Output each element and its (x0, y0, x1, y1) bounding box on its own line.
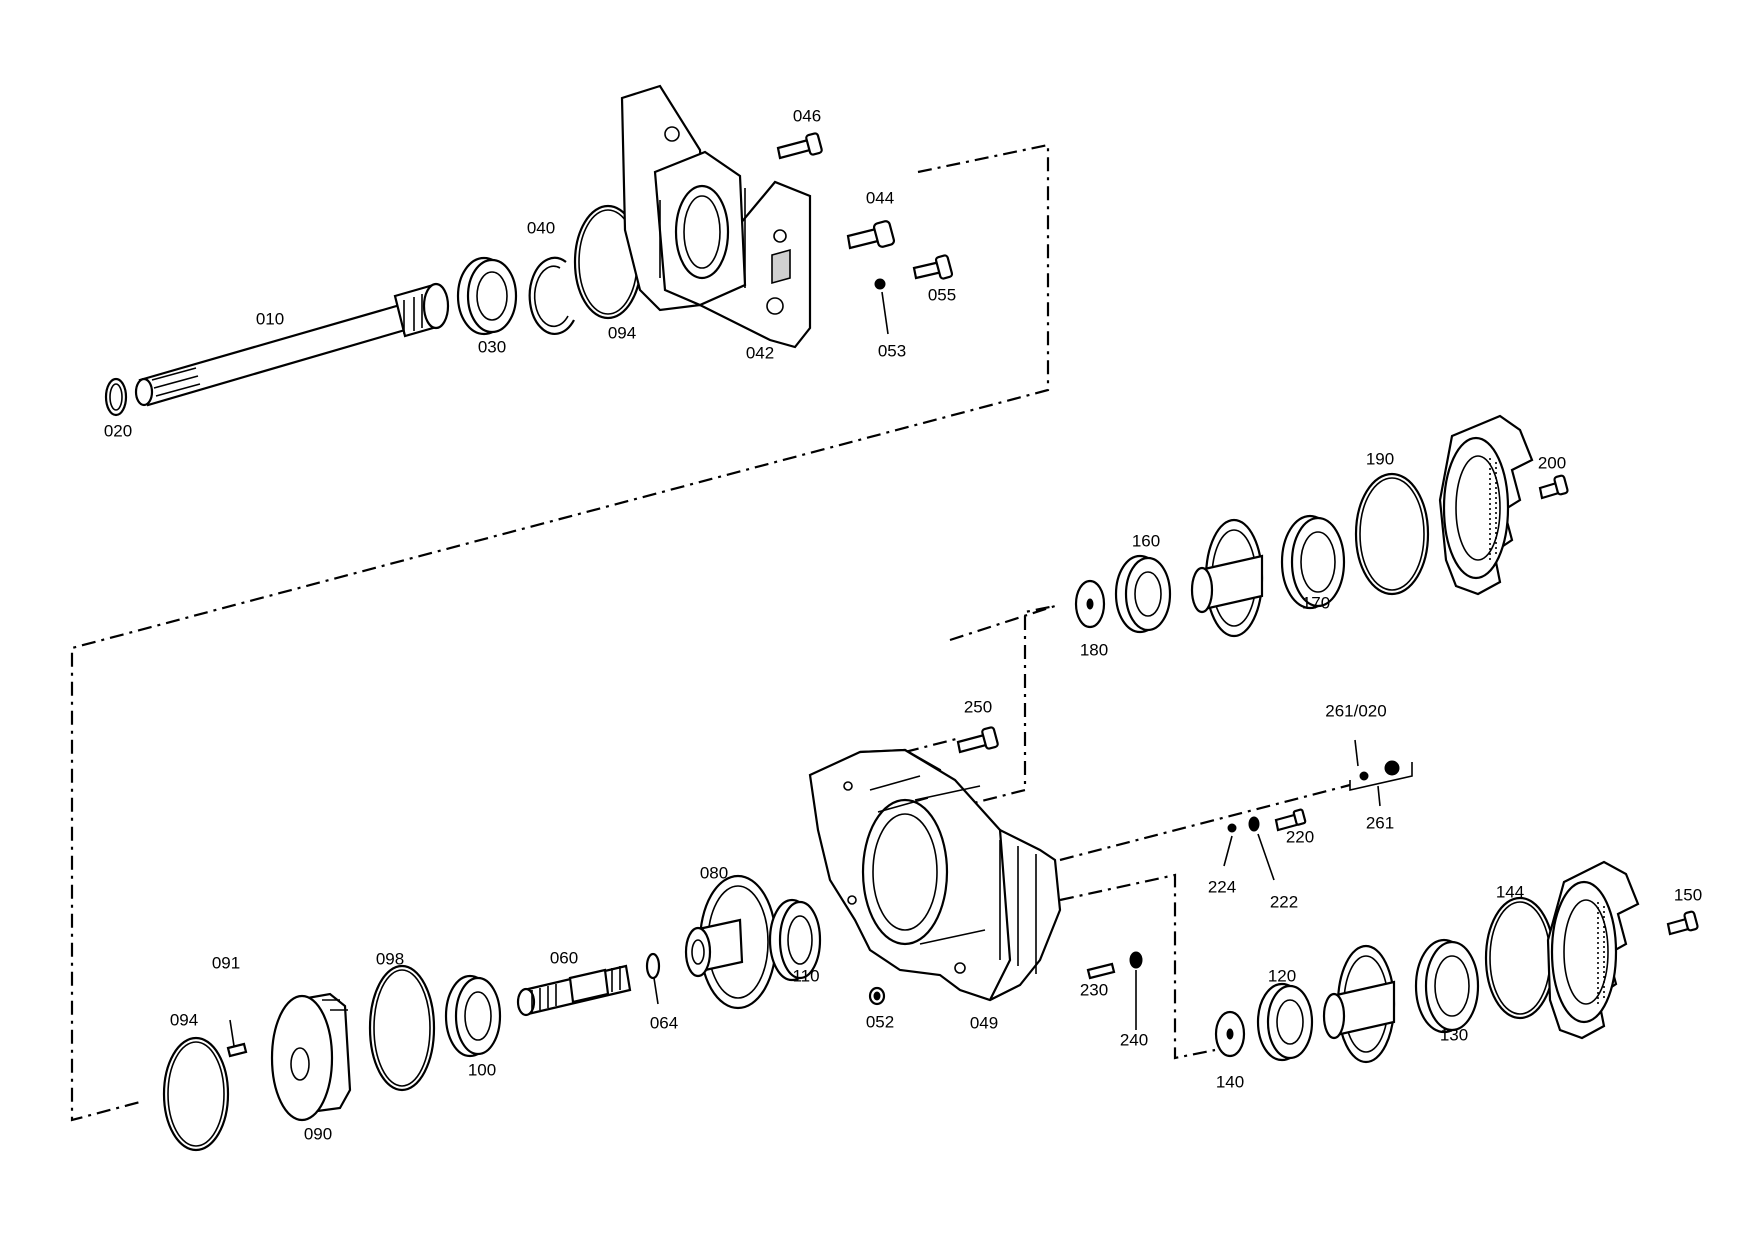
callout-090: 090 (304, 1124, 332, 1143)
part-110-bearing (768, 898, 822, 982)
part-240-plug (1129, 951, 1143, 969)
part-060-shaft (516, 964, 632, 1017)
part-130-bearing (1414, 938, 1480, 1034)
part-010-shaft (134, 282, 450, 407)
part-224-ball (1227, 823, 1237, 833)
part-150-bolt (1666, 910, 1699, 936)
part-gear-lower (1322, 944, 1396, 1064)
part-040-circlip (528, 256, 575, 335)
callout-261: 261 (1366, 813, 1394, 832)
callout-261-020: 261/020 (1325, 701, 1386, 720)
leader-lines (229, 291, 1413, 1047)
callout-120: 120 (1268, 966, 1296, 985)
callout-100: 100 (468, 1060, 496, 1079)
callout-091: 091 (212, 953, 240, 972)
part-030-bearing (456, 256, 518, 336)
part-091-pin (226, 1042, 248, 1058)
callout-060: 060 (550, 948, 578, 967)
part-144-oring (1484, 896, 1556, 1020)
part-120-bearing (1256, 982, 1314, 1062)
part-200-bolt (1538, 474, 1569, 500)
callout-140: 140 (1216, 1072, 1244, 1091)
part-052-plug (868, 986, 886, 1006)
part-094-oring-lower (162, 1036, 230, 1152)
callout-094-upper: 094 (608, 323, 636, 342)
callout-250: 250 (964, 697, 992, 716)
callout-labels: 010 020 030 040 042 044 046 049 052 053 … (104, 106, 1702, 1143)
part-180-washer (1074, 579, 1106, 629)
lower-assembly-line (1059, 873, 1216, 1060)
part-upper-cover (1438, 414, 1534, 596)
callout-224: 224 (1208, 877, 1236, 896)
callout-042: 042 (746, 343, 774, 362)
callout-222: 222 (1270, 892, 1298, 911)
part-230-pin (1086, 962, 1116, 980)
part-lower-cover (1546, 860, 1640, 1040)
part-044-bolt (846, 220, 896, 250)
callout-046: 046 (793, 106, 821, 125)
housing-link-line (904, 736, 961, 754)
callout-200: 200 (1538, 453, 1566, 472)
callout-170: 170 (1302, 593, 1330, 612)
part-053-ball (874, 278, 886, 290)
upper-assembly-line (70, 143, 1050, 1122)
callout-160: 160 (1132, 531, 1160, 550)
part-gear-upper (1190, 518, 1264, 638)
callout-180: 180 (1080, 640, 1108, 659)
part-250-bolt (956, 726, 999, 754)
part-100-bearing (444, 974, 502, 1058)
callout-049: 049 (970, 1013, 998, 1032)
callout-040: 040 (527, 218, 555, 237)
callout-110: 110 (792, 966, 819, 985)
callout-230: 230 (1080, 980, 1108, 999)
callout-144: 144 (1496, 882, 1524, 901)
part-261-020-plug (1359, 760, 1400, 781)
callout-240: 240 (1120, 1030, 1148, 1049)
callout-030: 030 (478, 337, 506, 356)
part-046-bolt (776, 132, 823, 160)
callout-080: 080 (700, 863, 728, 882)
part-160-bearing (1114, 554, 1172, 634)
part-055-plug (912, 254, 954, 280)
callout-064: 064 (650, 1013, 678, 1032)
part-140-washer (1214, 1010, 1246, 1058)
callout-055: 055 (928, 285, 956, 304)
part-080-gear (684, 874, 778, 1010)
part-064-ring (645, 952, 661, 980)
callout-190: 190 (1366, 449, 1394, 468)
callout-020: 020 (104, 421, 132, 440)
part-042-cover-plate (620, 84, 812, 349)
callout-220: 220 (1286, 827, 1314, 846)
callout-094-lower: 094 (170, 1010, 198, 1029)
callout-052: 052 (866, 1012, 894, 1031)
part-190-oring (1354, 472, 1430, 596)
part-098-oring (368, 964, 436, 1092)
callout-130: 130 (1440, 1025, 1468, 1044)
part-090-piston (270, 992, 352, 1122)
part-220-bolt (1274, 808, 1307, 832)
callout-044: 044 (866, 188, 894, 207)
part-222-seal (1248, 816, 1260, 832)
part-170-bearing (1280, 514, 1346, 610)
callout-010: 010 (256, 309, 284, 328)
part-049-housing (808, 748, 1062, 1002)
right-assembly-line (1059, 783, 1351, 862)
callout-098: 098 (376, 949, 404, 968)
assembly-centerlines (70, 143, 1351, 1122)
middle-assembly-line (949, 604, 1056, 808)
part-020-ring (104, 377, 128, 417)
callout-150: 150 (1674, 885, 1702, 904)
callout-053: 053 (878, 341, 906, 360)
